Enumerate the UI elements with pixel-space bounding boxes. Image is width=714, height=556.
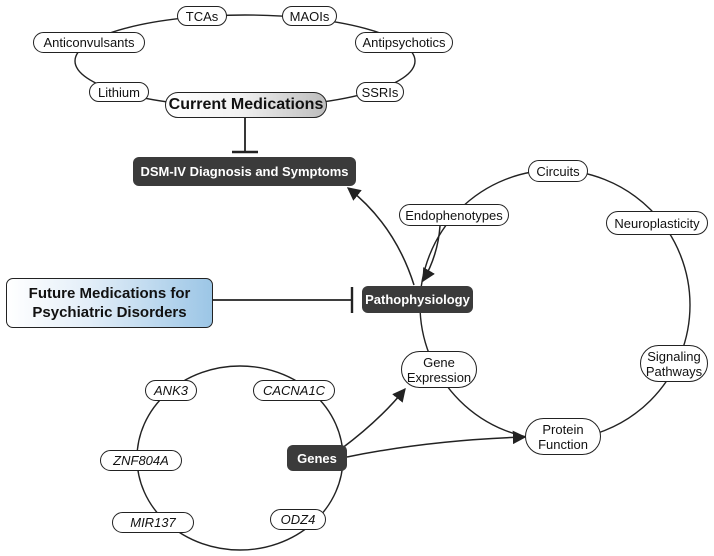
med-tcas: TCAs xyxy=(177,6,227,26)
gene-mir137: MIR137 xyxy=(112,512,194,533)
current-medications-box: Current Medications xyxy=(165,92,327,118)
node-signaling-pathways: Signaling Pathways xyxy=(640,345,708,382)
med-anticonvulsants: Anticonvulsants xyxy=(33,32,145,53)
future-medications-line1: Future Medications for xyxy=(28,285,191,302)
genes-box: Genes xyxy=(287,445,347,471)
pathophysiology-box: Pathophysiology xyxy=(362,286,473,313)
gene-ank3: ANK3 xyxy=(145,380,197,401)
arrow-to-protein-function xyxy=(346,430,527,458)
gene-odz4: ODZ4 xyxy=(270,509,326,530)
arrow-to-gene-expression xyxy=(340,387,406,450)
arrow-to-pathophysiology xyxy=(422,225,441,283)
med-ssris: SSRIs xyxy=(356,82,404,102)
node-endophenotypes: Endophenotypes xyxy=(399,204,509,226)
node-protein-function: Protein Function xyxy=(525,418,601,455)
gene-znf804a: ZNF804A xyxy=(100,450,182,471)
node-circuits: Circuits xyxy=(528,160,588,182)
gene-cacna1c: CACNA1C xyxy=(253,380,335,401)
arrow-to-dsm xyxy=(346,187,415,286)
med-maois: MAOIs xyxy=(282,6,337,26)
dsm-box: DSM-IV Diagnosis and Symptoms xyxy=(133,157,356,186)
future-medications-box: Future Medications for Psychiatric Disor… xyxy=(6,278,213,328)
med-lithium: Lithium xyxy=(89,82,149,102)
node-gene-expression: Gene Expression xyxy=(401,351,477,388)
future-medications-line2: Psychiatric Disorders xyxy=(32,304,187,321)
med-antipsychotics: Antipsychotics xyxy=(355,32,453,53)
node-neuroplasticity: Neuroplasticity xyxy=(606,211,708,235)
